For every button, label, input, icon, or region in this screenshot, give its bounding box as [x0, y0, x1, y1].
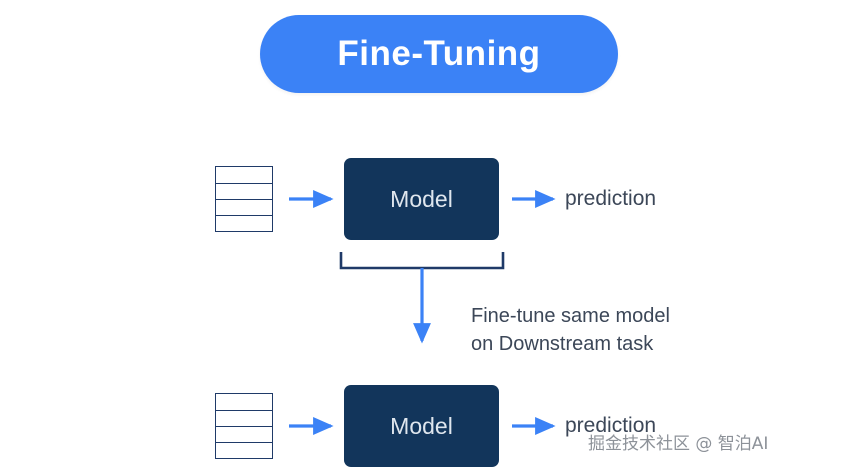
- data-table-icon-bottom: [215, 393, 273, 459]
- finetune-note-line2: on Downstream task: [471, 333, 654, 355]
- page-title: Fine-Tuning: [337, 34, 541, 73]
- prediction-label-top: prediction: [565, 187, 657, 210]
- model-box-bottom: Model: [344, 385, 499, 467]
- finetune-note: Fine-tune same model on Downstream task: [471, 302, 670, 358]
- bracket-under-model: [339, 252, 505, 270]
- model-box-top: Model: [344, 158, 499, 240]
- model-label-bottom: Model: [390, 412, 453, 439]
- prediction-label-bottom: prediction: [565, 414, 657, 437]
- finetune-note-line1: Fine-tune same model: [471, 305, 670, 327]
- title-pill: Fine-Tuning: [260, 15, 618, 93]
- watermark: 掘金技术社区 @ 智泊AI: [588, 434, 769, 454]
- model-label-top: Model: [390, 185, 453, 212]
- data-table-icon-top: [215, 166, 273, 232]
